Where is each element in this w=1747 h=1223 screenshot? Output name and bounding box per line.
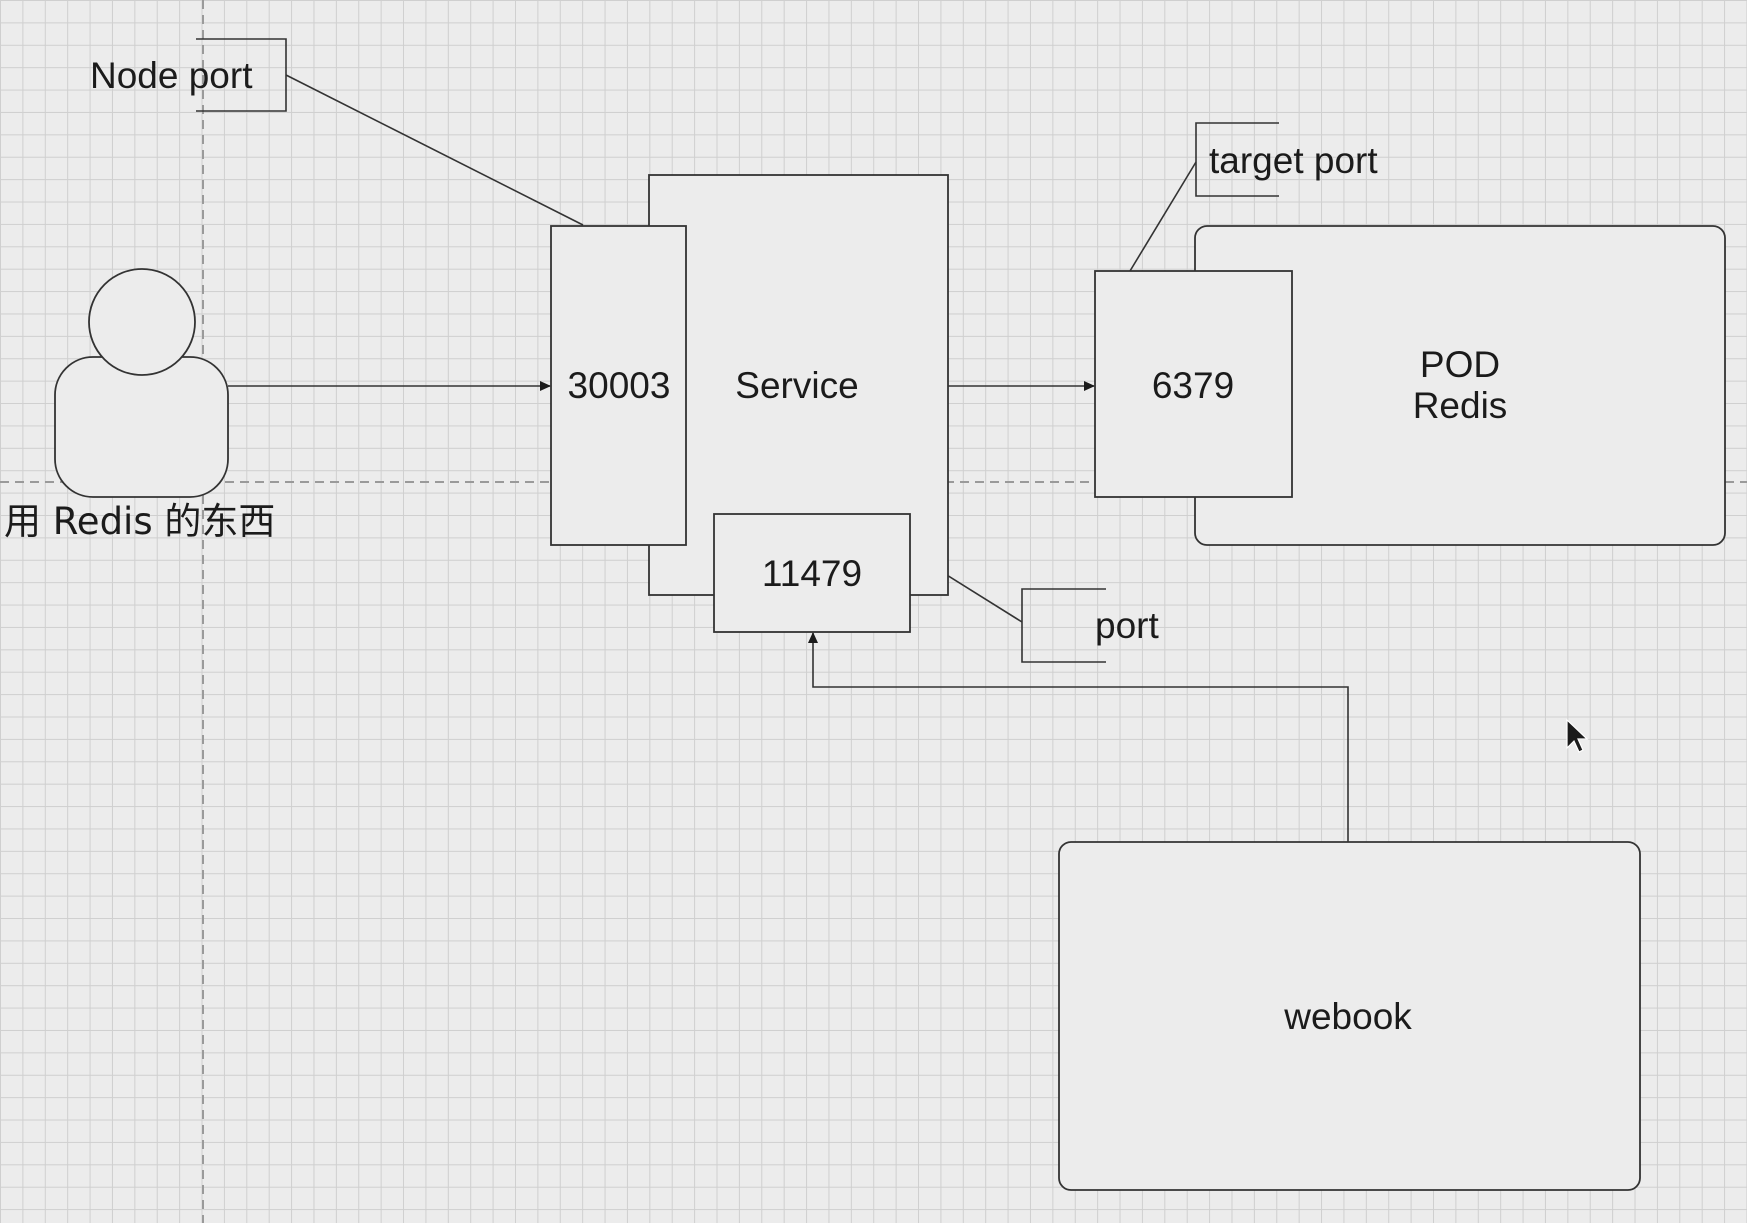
pod-redis-box[interactable]: POD Redis (1194, 225, 1726, 546)
user-icon[interactable] (54, 268, 229, 498)
mouse-cursor-icon (1566, 718, 1589, 753)
connector-targetport-label[interactable] (1129, 161, 1197, 272)
redis-text: Redis (1413, 385, 1508, 426)
target-port-label[interactable]: target port (1195, 122, 1378, 197)
node-port-text: Node port (90, 55, 253, 96)
connector-nodeport-label[interactable] (285, 74, 584, 226)
targetport-box[interactable]: 6379 (1094, 270, 1293, 498)
targetport-value: 6379 (1152, 365, 1234, 406)
service-port-box[interactable]: 11479 (713, 513, 911, 633)
webook-text: webook (1283, 996, 1412, 1037)
user-caption: 用 Redis 的东西 (4, 500, 275, 543)
port-text: port (1095, 605, 1159, 646)
nodeport-box[interactable]: 30003 (550, 225, 687, 546)
nodeport-value: 30003 (568, 365, 671, 406)
target-port-text: target port (1209, 140, 1378, 181)
webook-box[interactable]: webook (1058, 841, 1641, 1191)
service-text: Service (735, 365, 858, 406)
pod-text: POD (1420, 344, 1500, 385)
service-port-value: 11479 (762, 553, 862, 594)
port-label[interactable]: port (1021, 588, 1159, 663)
node-port-label[interactable]: Node port (90, 38, 287, 112)
arrow-webook-to-service-port[interactable] (808, 632, 1349, 842)
